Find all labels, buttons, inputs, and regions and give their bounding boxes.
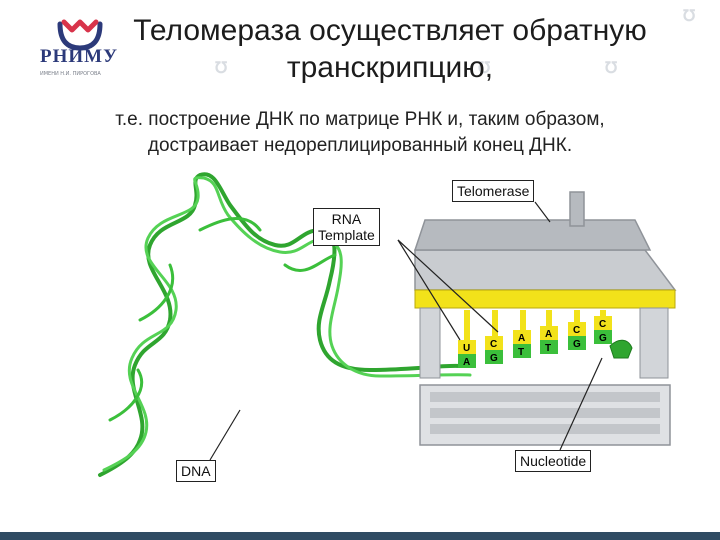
- label-rna-template-line-2: Template: [318, 227, 375, 243]
- svg-text:A: A: [518, 333, 525, 344]
- telomerase-enzyme: [413, 191, 677, 446]
- label-dna: DNA: [176, 460, 216, 482]
- dna-base: G: [485, 350, 503, 364]
- svg-text:A: A: [545, 329, 552, 340]
- label-nucleotide: Nucleotide: [515, 450, 592, 472]
- title-line-1: Теломераза осуществляет обратную: [133, 14, 647, 47]
- dna-base: G: [568, 336, 586, 350]
- rna-base: U: [458, 340, 476, 354]
- dna-helix: [98, 172, 472, 477]
- watermark-logo: ℧: [215, 60, 228, 77]
- dna-base: G: [594, 330, 612, 344]
- slide-subtitle: т.е. построение ДНК по матрице РНК и, та…: [30, 107, 690, 159]
- dna-base: T: [513, 344, 531, 358]
- svg-text:U: U: [463, 343, 470, 354]
- subtitle-line-2: достраивает недореплицированный конец ДН…: [147, 135, 573, 156]
- dna-base: T: [540, 340, 558, 354]
- svg-text:C: C: [490, 339, 497, 350]
- svg-text:T: T: [545, 343, 551, 354]
- label-rna-template: RNA Template: [313, 208, 380, 246]
- svg-text:G: G: [573, 339, 581, 350]
- logo-name: РНИМУ: [40, 46, 119, 67]
- svg-text:C: C: [573, 325, 580, 336]
- rna-base: C: [485, 336, 503, 350]
- label-telomerase: Telomerase: [452, 180, 535, 202]
- rna-base: C: [594, 316, 612, 330]
- rna-bases: U C A A C C: [458, 316, 612, 354]
- svg-text:G: G: [490, 353, 498, 364]
- university-logo-icon: [57, 19, 103, 51]
- watermark-logo: ℧: [683, 8, 696, 25]
- rna-base: C: [568, 322, 586, 336]
- rna-base: A: [540, 326, 558, 340]
- svg-text:G: G: [599, 333, 607, 344]
- dna-bases: A G T T G G: [458, 330, 612, 368]
- watermark-logo: ℧: [478, 60, 491, 77]
- callout-lines: [209, 201, 603, 461]
- free-nucleotide: [609, 339, 633, 359]
- label-rna-template-line-1: RNA: [331, 211, 362, 227]
- svg-text:C: C: [599, 319, 606, 330]
- subtitle-line-1: т.е. построение ДНК по матрице РНК и, та…: [115, 109, 605, 130]
- footer-bar: [0, 532, 720, 540]
- watermark-logo: ℧: [605, 60, 618, 77]
- svg-text:A: A: [463, 357, 470, 368]
- svg-text:T: T: [518, 347, 524, 358]
- rna-base: A: [513, 330, 531, 344]
- logo-subtitle: ИМЕНИ Н.И. ПИРОГОВА: [40, 71, 101, 77]
- title-line-2: транскрипцию,: [286, 51, 494, 84]
- dna-base: A: [458, 354, 476, 368]
- telomerase-diagram: U C A A C C A G T T G G: [98, 172, 677, 477]
- slide-title: Теломераза осуществляет обратную транскр…: [100, 12, 680, 86]
